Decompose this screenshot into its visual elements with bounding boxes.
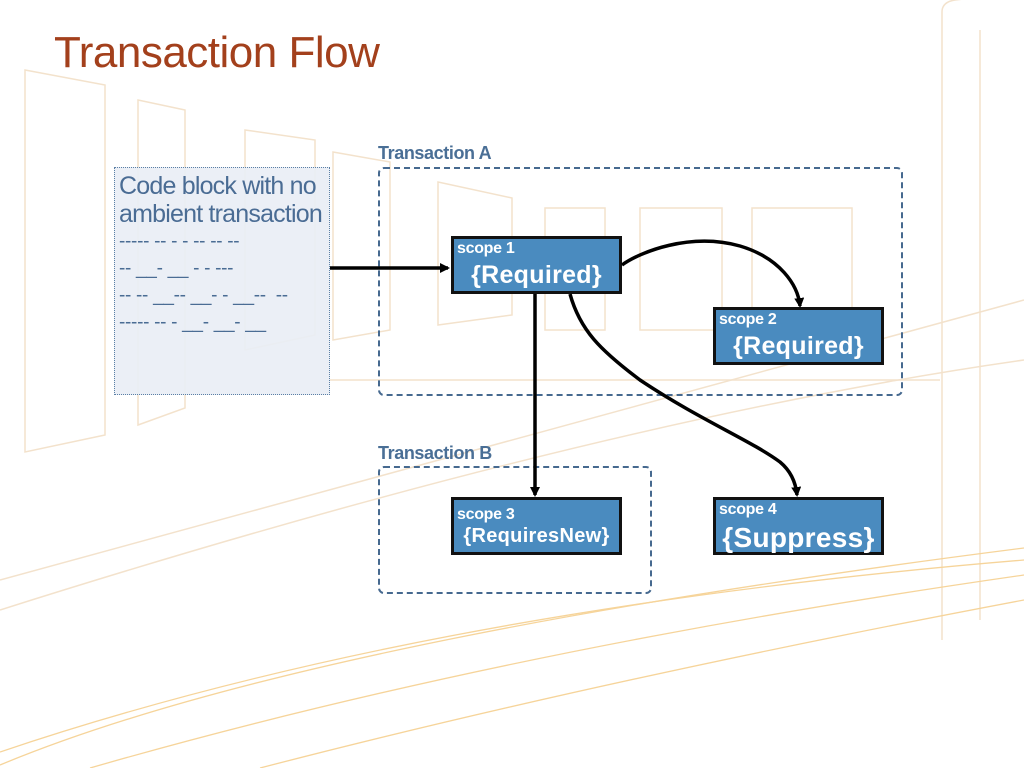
code-line: -- __- __ - - --- [119,258,234,279]
scope-2-box: scope 2 {Required} [713,307,884,365]
scope-1-name: scope 1 [457,240,515,257]
code-line: ----- -- - - -- -- -- [119,231,240,252]
scope-2-mode: {Required} [733,332,864,360]
scope-1-mode: {Required} [471,261,602,289]
transaction-b-box [378,466,652,594]
code-lines: ----- -- - - -- -- -- -- __- __ - - --- … [119,228,325,336]
scope-3-name: scope 3 [457,506,515,523]
scope-3-mode: {RequiresNew} [463,525,610,547]
scope-1-box: scope 1 {Required} [451,236,622,294]
code-line: -- -- __-- __- - __-- -- [119,285,288,306]
scope-3-box: scope 3 {RequiresNew} [451,497,622,555]
scope-4-name: scope 4 [719,501,777,518]
code-block-no-ambient-transaction: Code block with no ambient transaction -… [114,167,330,395]
scope-4-mode: {Suppress} [722,522,875,553]
scope-2-name: scope 2 [719,311,777,328]
scope-4-box: scope 4 {Suppress} [713,497,884,555]
code-block-text: Code block with no ambient transaction [119,172,323,228]
transaction-a-label: Transaction A [378,143,492,163]
page-title: Transaction Flow [54,28,380,77]
code-line: ----- -- - __- __- __ [119,312,266,333]
transaction-b-label: Transaction B [378,443,492,463]
